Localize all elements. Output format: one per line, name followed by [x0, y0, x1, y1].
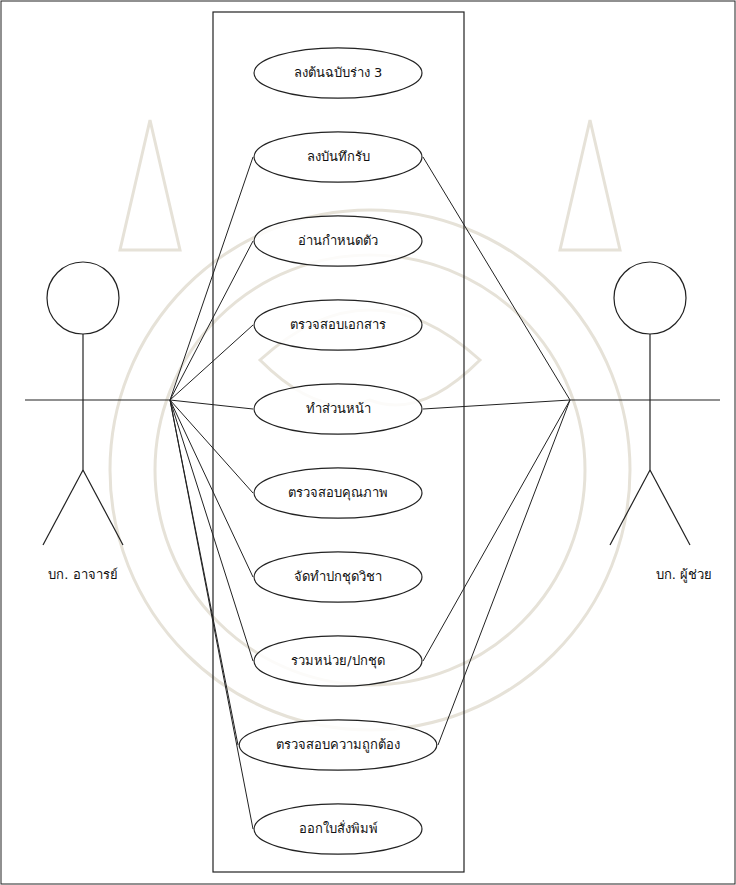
use-case-ellipse: อ่านกำหนดตัว: [253, 215, 423, 267]
actor: บก. อาจารย์: [25, 255, 170, 600]
use-case-label: ออกใบสั่งพิมพ์: [299, 821, 378, 837]
use-case-label: ลงบันทึกรับ: [307, 149, 370, 165]
use-case-label: ตรวจสอบความถูกต้อง: [276, 737, 400, 753]
use-case-label: ตรวจสอบเอกสาร: [290, 317, 386, 333]
actor-label: บก. อาจารย์: [25, 567, 141, 583]
use-case-ellipse: ลงต้นฉบับร่าง 3: [253, 47, 423, 99]
watermark-emblem: [110, 120, 630, 730]
use-case-label: อ่านกำหนดตัว: [298, 233, 378, 249]
actor: บก. ผู้ช่วย: [570, 255, 720, 600]
use-case-label: รวมหน่วย/ปกชุด: [291, 653, 384, 669]
association-line: [170, 400, 253, 409]
stick-figure: [570, 255, 720, 600]
use-case-label: ทำส่วนหน้า: [306, 401, 371, 417]
association-line: [170, 400, 253, 829]
use-case-label: ลงต้นฉบับร่าง 3: [294, 65, 382, 81]
system-boundary: [213, 12, 464, 872]
use-case-ellipse: จัดทำปกชุดวิชา: [253, 551, 423, 603]
use-case-label: จัดทำปกชุดวิชา: [294, 569, 382, 585]
association-line: [170, 241, 253, 400]
use-case-ellipse: ตรวจสอบความถูกต้อง: [238, 719, 438, 771]
association-line: [170, 325, 253, 400]
association-line: [170, 400, 253, 493]
association-line: [423, 157, 570, 400]
association-line: [170, 400, 253, 577]
use-case-ellipse: รวมหน่วย/ปกชุด: [253, 635, 423, 687]
use-case-ellipse: ลงบันทึกรับ: [253, 131, 423, 183]
use-case-ellipse: ทำส่วนหน้า: [253, 383, 423, 435]
use-case-ellipse: ตรวจสอบคุณภาพ: [253, 467, 423, 519]
use-case-label: ตรวจสอบคุณภาพ: [288, 485, 388, 501]
association-line: [170, 157, 253, 400]
association-line: [423, 400, 570, 661]
use-case-ellipse: ตรวจสอบเอกสาร: [253, 299, 423, 351]
association-line: [438, 400, 570, 745]
stick-figure: [25, 255, 170, 600]
use-case-ellipse: ออกใบสั่งพิมพ์: [253, 803, 423, 855]
actor-label: บก. ผู้ช่วย: [634, 567, 734, 583]
association-line: [170, 400, 253, 661]
association-line: [423, 400, 570, 409]
